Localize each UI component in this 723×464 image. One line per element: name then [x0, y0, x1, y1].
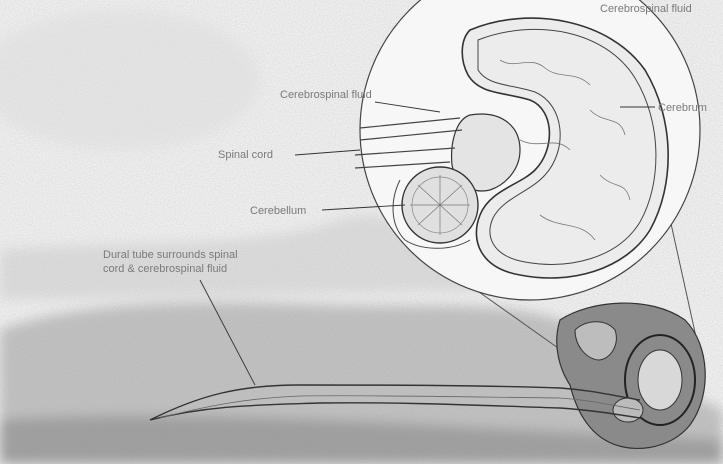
label-cerebellum: Cerebellum [250, 205, 306, 217]
label-cerebrum: Cerebrum [658, 102, 707, 114]
label-dural-line1: Dural tube surrounds spinal [103, 249, 238, 261]
label-dural-line2: cord & cerebrospinal fluid [103, 263, 227, 275]
label-csf: Cerebrospinal fluid [280, 89, 372, 101]
label-spinal-cord: Spinal cord [218, 149, 273, 161]
label-top-right: Cerebrospinal fluid [600, 3, 692, 15]
